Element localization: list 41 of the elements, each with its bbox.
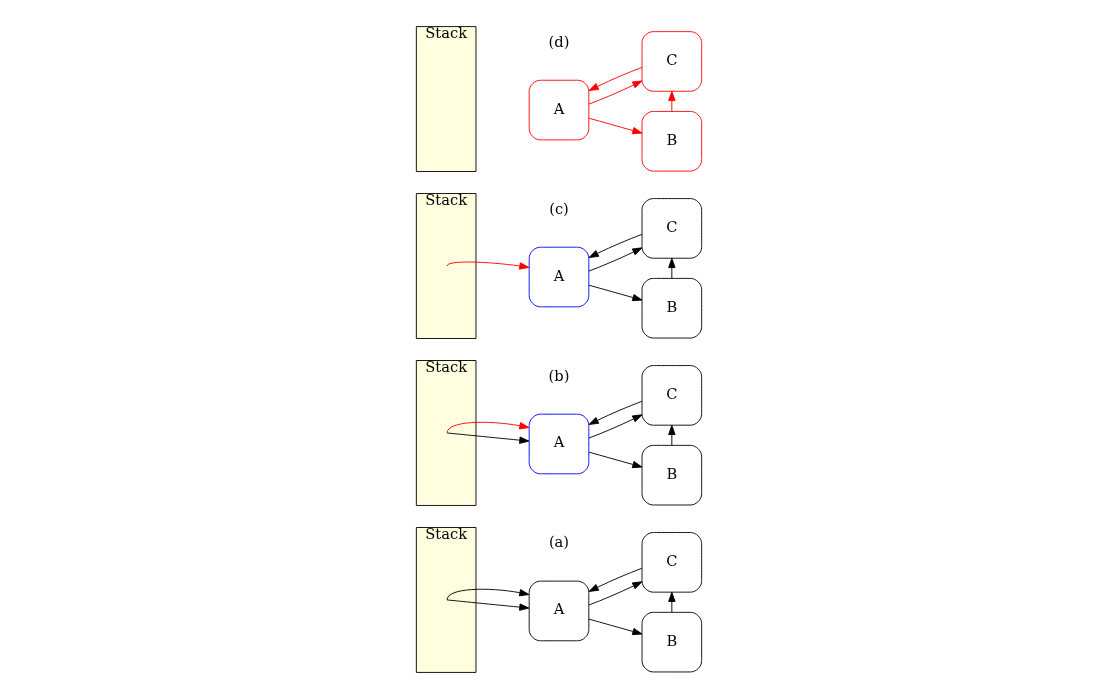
label: (b) <box>548 366 570 384</box>
label: (a) <box>548 533 570 551</box>
arrow <box>588 567 643 592</box>
arrow <box>446 261 530 270</box>
arrow <box>588 117 643 135</box>
arrow <box>588 414 643 439</box>
node-box: C <box>641 198 703 259</box>
node-box: B <box>641 611 703 673</box>
arrow <box>588 284 643 302</box>
arrow <box>588 66 643 91</box>
arrow <box>588 400 643 425</box>
node-box: B <box>641 444 703 506</box>
node-box: B <box>641 277 703 339</box>
node-box: C <box>641 365 703 426</box>
arrow <box>588 581 643 606</box>
node-box: Stack <box>415 360 477 506</box>
arrow <box>668 91 676 112</box>
node-box: A <box>528 580 590 642</box>
node-box: A <box>528 413 590 475</box>
node-box: Stack <box>415 26 477 172</box>
arrow <box>588 247 643 272</box>
node-box: Stack <box>415 527 477 673</box>
arrow <box>668 591 676 613</box>
arrow <box>588 618 643 636</box>
node-box: C <box>641 31 703 92</box>
arrow <box>446 432 530 444</box>
node-box: Stack <box>415 193 477 339</box>
node-box: B <box>641 111 703 172</box>
arrow <box>446 599 530 611</box>
label: (c) <box>549 199 569 217</box>
arrow <box>446 421 530 434</box>
arrow <box>668 424 676 446</box>
arrow <box>588 233 643 258</box>
node-box: A <box>528 79 590 141</box>
arrow <box>446 588 530 601</box>
arrow <box>588 80 643 105</box>
arrow <box>668 257 676 279</box>
node-box: C <box>641 532 703 593</box>
arrow <box>588 451 643 469</box>
label: (d) <box>548 32 570 50</box>
node-box: A <box>528 246 590 308</box>
